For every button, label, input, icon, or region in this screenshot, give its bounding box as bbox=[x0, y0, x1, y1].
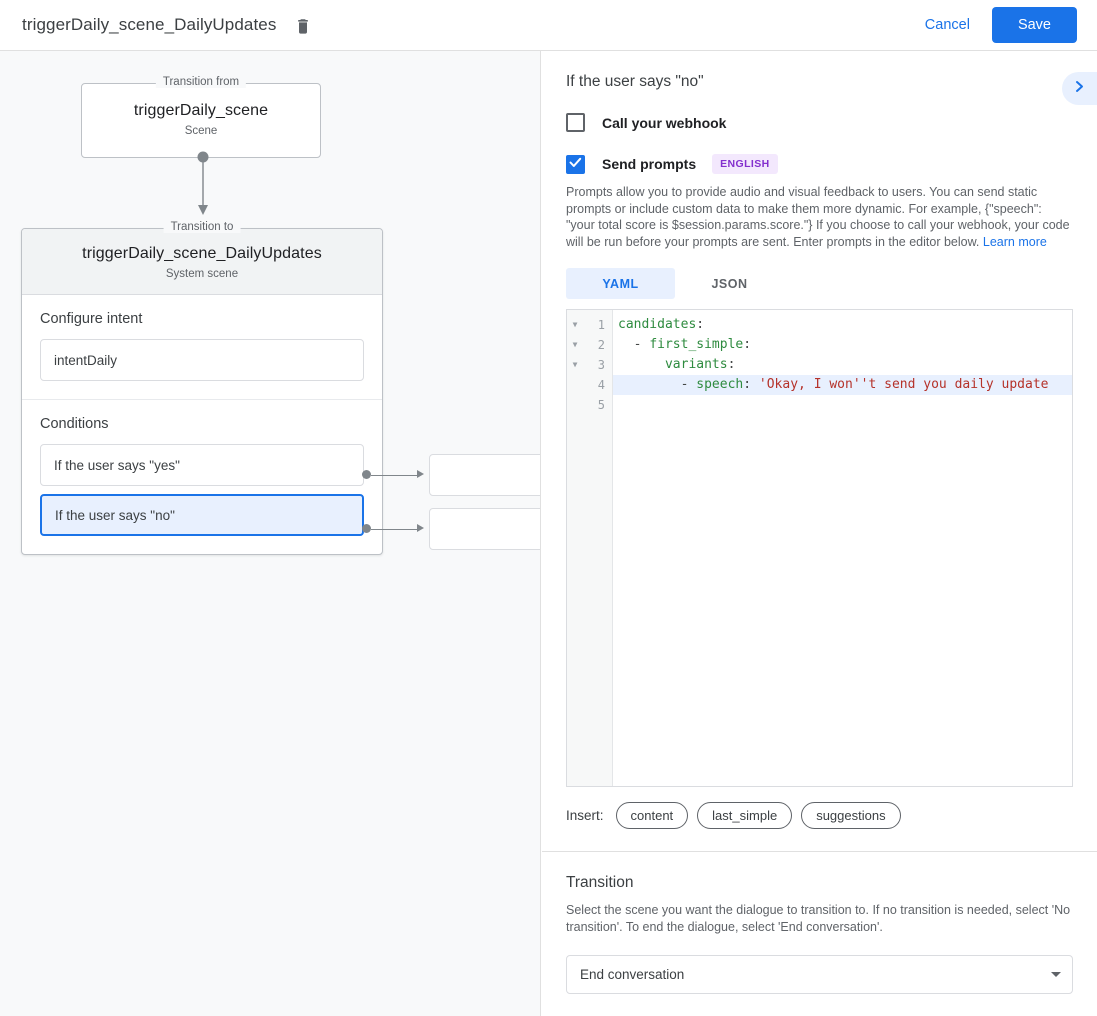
chevron-right-icon bbox=[1073, 80, 1086, 98]
editor-code-line[interactable]: variants: bbox=[613, 355, 1072, 375]
edge-arrow-yes bbox=[417, 470, 424, 478]
code-token: - bbox=[618, 377, 697, 392]
edge-arrow-no bbox=[417, 524, 424, 532]
insert-chip-row: Insert: content last_simple suggestions bbox=[566, 802, 1073, 829]
section-divider bbox=[542, 851, 1097, 852]
editor-gutter-line: 5 bbox=[567, 395, 612, 415]
insert-chip-last-simple[interactable]: last_simple bbox=[697, 802, 793, 829]
editor-gutter-line: ▼1 bbox=[567, 315, 612, 335]
target-stub-yes[interactable] bbox=[429, 454, 540, 496]
code-token bbox=[618, 357, 665, 372]
editor-line-number: 4 bbox=[597, 378, 605, 392]
editor-gutter-line: ▼3 bbox=[567, 355, 612, 375]
editor-code-area[interactable]: candidates: - first_simple: variants: - … bbox=[613, 310, 1072, 786]
prompts-help-body: Prompts allow you to provide audio and v… bbox=[566, 185, 1070, 249]
transition-from-legend: Transition from bbox=[155, 76, 247, 88]
delete-button[interactable] bbox=[290, 12, 316, 38]
condition-item-yes[interactable]: If the user says "yes" bbox=[40, 444, 364, 486]
transition-to-legend: Transition to bbox=[163, 221, 241, 233]
panel-heading: If the user says "no" bbox=[566, 73, 704, 90]
edge-dot-yes bbox=[362, 470, 371, 479]
call-webhook-row[interactable]: Call your webhook bbox=[566, 113, 1073, 132]
configure-intent-label: Configure intent bbox=[40, 311, 143, 327]
tab-yaml[interactable]: YAML bbox=[566, 268, 675, 299]
condition-item-no[interactable]: If the user says "no" bbox=[40, 494, 364, 536]
flow-canvas[interactable]: Transition from triggerDaily_scene Scene… bbox=[0, 51, 541, 1016]
code-token: - bbox=[618, 337, 650, 352]
panel-content: If the user says "no" Call your webhook … bbox=[542, 51, 1097, 994]
collapse-panel-button[interactable] bbox=[1062, 72, 1097, 105]
conditions-section: Conditions If the user says "yes" If the… bbox=[22, 399, 382, 554]
prompts-help-text: Prompts allow you to provide audio and v… bbox=[566, 184, 1073, 250]
send-prompts-checkbox[interactable] bbox=[566, 154, 585, 174]
learn-more-link[interactable]: Learn more bbox=[982, 234, 1047, 249]
flow-connector-arrow bbox=[196, 151, 210, 221]
transition-to-subtitle: System scene bbox=[165, 268, 239, 280]
editor-gutter-line: 4 bbox=[567, 375, 612, 395]
insert-chip-suggestions[interactable]: suggestions bbox=[801, 802, 901, 829]
fold-triangle-icon[interactable]: ▼ bbox=[572, 340, 578, 349]
call-webhook-checkbox[interactable] bbox=[566, 113, 585, 132]
editor-code-line[interactable] bbox=[613, 395, 1072, 415]
editor-line-number: 2 bbox=[597, 338, 605, 352]
insert-label: Insert: bbox=[566, 808, 604, 823]
code-token: variants bbox=[664, 357, 728, 372]
transition-from-subtitle: Scene bbox=[184, 125, 218, 137]
transition-to-header: Transition to triggerDaily_scene_DailyUp… bbox=[22, 221, 382, 295]
transition-from-title: triggerDaily_scene bbox=[133, 102, 269, 119]
code-token: : bbox=[743, 337, 752, 352]
trash-icon bbox=[295, 16, 311, 34]
editor-line-number: 3 bbox=[597, 358, 605, 372]
intent-field[interactable]: intentDaily bbox=[40, 339, 364, 381]
edge-dot-no bbox=[362, 524, 371, 533]
transition-select-value: End conversation bbox=[580, 967, 685, 982]
transition-help-text: Select the scene you want the dialogue t… bbox=[566, 903, 1071, 934]
check-icon bbox=[569, 155, 582, 173]
send-prompts-label: Send prompts bbox=[602, 156, 697, 172]
call-webhook-label: Call your webhook bbox=[602, 114, 727, 131]
editor-code-line[interactable]: candidates: bbox=[613, 315, 1072, 335]
editor-line-number: 5 bbox=[597, 398, 605, 412]
code-token: first_simple bbox=[649, 337, 744, 352]
transition-heading: Transition bbox=[566, 874, 634, 891]
fold-triangle-icon[interactable]: ▼ bbox=[572, 360, 578, 369]
fold-triangle-icon[interactable]: ▼ bbox=[572, 320, 578, 329]
language-badge: ENGLISH bbox=[712, 154, 778, 174]
edge-line-no bbox=[371, 528, 419, 530]
details-panel: If the user says "no" Call your webhook … bbox=[542, 51, 1097, 1016]
code-token: candidates bbox=[618, 317, 697, 332]
code-token: : bbox=[696, 317, 705, 332]
chevron-down-icon bbox=[1051, 972, 1061, 977]
transition-to-node[interactable]: Transition to triggerDaily_scene_DailyUp… bbox=[21, 221, 383, 555]
code-token: speech bbox=[696, 377, 744, 392]
top-app-bar: triggerDaily_scene_DailyUpdates Cancel S… bbox=[0, 0, 1097, 51]
save-button[interactable]: Save bbox=[991, 7, 1077, 43]
editor-gutter-line: ▼2 bbox=[567, 335, 612, 355]
insert-chip-content[interactable]: content bbox=[615, 802, 689, 829]
editor-line-number: 1 bbox=[597, 318, 605, 332]
target-stub-no[interactable] bbox=[429, 508, 540, 550]
configure-intent-section: Configure intent intentDaily bbox=[22, 295, 382, 399]
edge-line-yes bbox=[371, 474, 419, 476]
editor-format-tabs: YAML JSON bbox=[566, 268, 1073, 299]
editor-code-line[interactable]: - first_simple: bbox=[613, 335, 1072, 355]
code-token: : bbox=[727, 357, 736, 372]
send-prompts-row[interactable]: Send prompts ENGLISH bbox=[566, 154, 1073, 174]
transition-to-title: triggerDaily_scene_DailyUpdates bbox=[82, 245, 322, 262]
conditions-label: Conditions bbox=[40, 416, 109, 432]
tab-json[interactable]: JSON bbox=[711, 276, 748, 291]
code-token: 'Okay, I won''t send you daily update bbox=[758, 377, 1049, 392]
transition-from-node[interactable]: Transition from triggerDaily_scene Scene bbox=[81, 76, 321, 158]
transition-select[interactable]: End conversation bbox=[566, 955, 1073, 994]
editor-code-line[interactable]: - speech: 'Okay, I won''t send you daily… bbox=[613, 375, 1072, 395]
cancel-button[interactable]: Cancel bbox=[911, 9, 984, 41]
page-title: triggerDaily_scene_DailyUpdates bbox=[22, 15, 277, 34]
code-token: : bbox=[743, 377, 759, 392]
